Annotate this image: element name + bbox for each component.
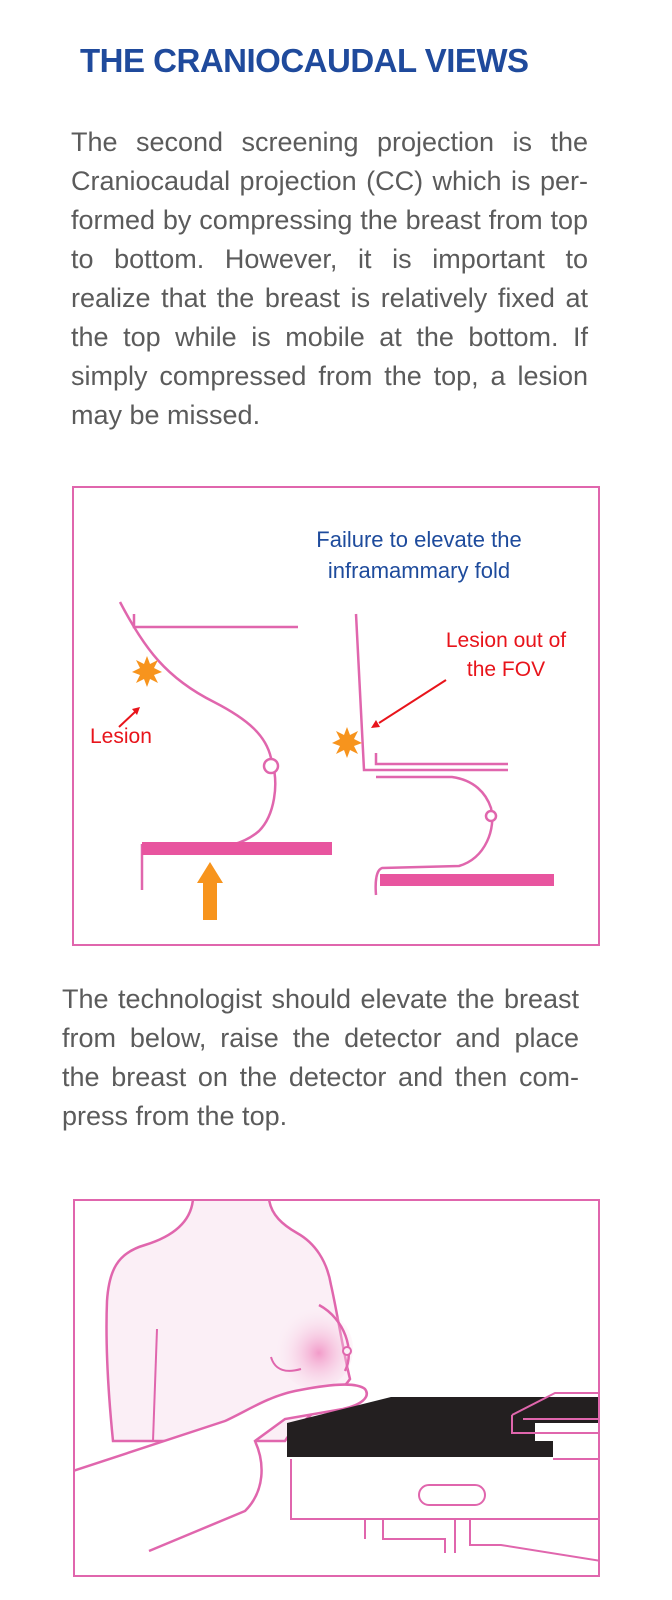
intro-paragraph: The second screening projection is the C… [71,127,588,430]
detector-unit [287,1392,598,1562]
detector-plate-right [380,874,554,886]
cc-failure-illustration: Lesion Failure to elevate the inframamma… [90,527,566,920]
caption-line-2: inframammary fold [328,558,510,583]
fov-pointer-arrow [371,679,447,728]
technologist-arm [75,1383,368,1553]
page-title: THE CRANIOCAUDAL VIEWS [80,42,529,79]
lesion-label: Lesion [90,725,152,748]
caption-line-1: Failure to elevate the [316,527,521,552]
lesion-star-icon-left [132,656,162,687]
lift-arrow-icon [197,862,223,920]
positioning-drawing [75,1201,598,1562]
device-handle [418,1484,486,1506]
lesion-pointer-arrow [118,707,140,728]
detector-plate-left [142,842,332,855]
positioning-illustration [73,1199,600,1577]
lesion-star-icon-right [332,727,362,758]
fov-label-line-2: the FOV [467,658,545,681]
technique-paragraph: The technologist should elevate the brea… [62,984,579,1131]
cc-failure-diagram: Lesion Failure to elevate the inframamma… [72,486,600,946]
breast-profile-right [354,613,508,896]
fov-label-line-1: Lesion out of [446,629,566,652]
